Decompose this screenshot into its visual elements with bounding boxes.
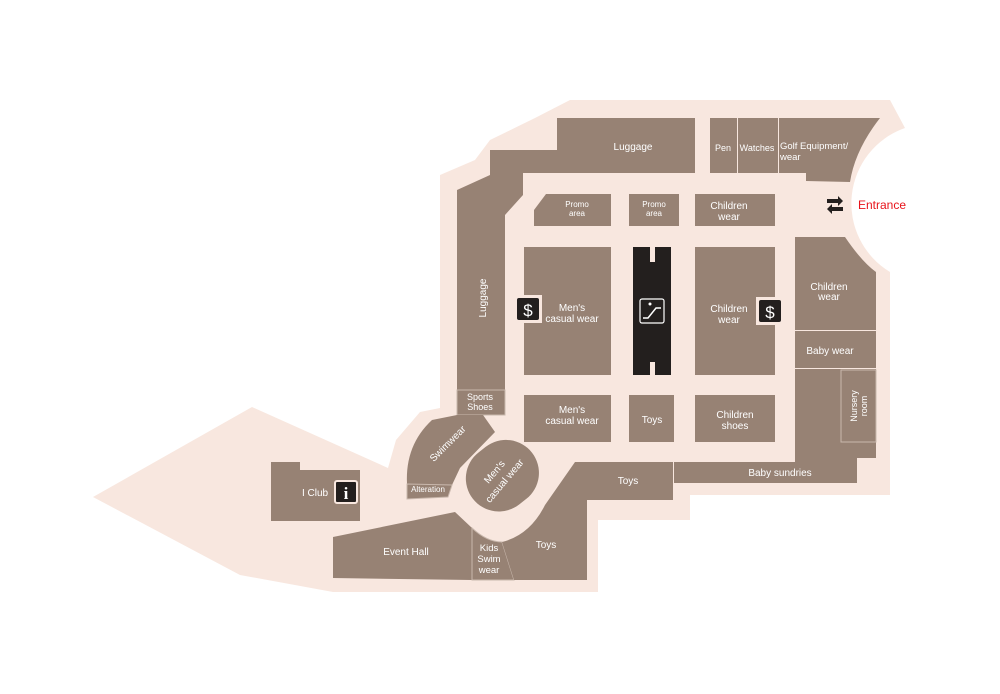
store-event-hall[interactable] [333, 512, 472, 580]
store-label: Kids [480, 543, 499, 554]
store-label: Men's [559, 303, 585, 314]
store-label: Luggage [478, 278, 489, 317]
svg-text:$: $ [523, 301, 533, 320]
store-label: Children [810, 282, 847, 293]
store-swimwear[interactable] [406, 415, 495, 485]
nursery-room[interactable] [840, 369, 877, 443]
store-label: Watches [740, 143, 775, 153]
store-promo-area-2[interactable] [629, 194, 679, 226]
store-baby-sundries[interactable] [674, 369, 876, 483]
store-label: Shoes [467, 402, 493, 412]
store-label: Toys [618, 476, 639, 487]
store-i-club[interactable] [271, 462, 360, 521]
store-label: Promo [642, 200, 666, 209]
store-golf-equipment[interactable] [779, 118, 880, 182]
store-label: Baby sundries [748, 468, 811, 479]
store-sports-shoes[interactable] [456, 389, 506, 416]
store-watches[interactable] [738, 118, 778, 173]
store-label: Children [716, 410, 753, 421]
atm-icon: $ [514, 295, 542, 323]
store-children-wear-top[interactable] [695, 194, 775, 226]
store-toys-bottom[interactable] [502, 462, 587, 580]
entrance-arrows-icon [827, 196, 843, 214]
store-label: Toys [642, 415, 663, 426]
store-label: Luggage [614, 142, 653, 153]
store-label: Nursery [849, 390, 859, 422]
escalator-icon [639, 298, 665, 324]
svg-text:i: i [344, 484, 349, 503]
store-label: area [569, 209, 586, 218]
store-label: wear [717, 315, 740, 326]
store-label: casual wear [545, 416, 599, 427]
store-label: Alteration [411, 485, 445, 494]
store-label: Baby wear [806, 346, 854, 357]
store-kids-swimwear[interactable] [471, 526, 515, 581]
atm-icon: $ [756, 297, 784, 325]
store-label: Children [710, 201, 747, 212]
store-label: Golf Equipment/ [780, 141, 848, 152]
store-toys-right[interactable] [587, 462, 673, 500]
store-label: Children [710, 304, 747, 315]
store-children-shoes[interactable] [695, 395, 775, 442]
escalator[interactable] [633, 247, 671, 375]
store-label: area [646, 209, 663, 218]
store-label: room [859, 396, 869, 417]
store-pen[interactable] [710, 118, 737, 173]
store-toys-mid[interactable] [629, 395, 674, 442]
store-label: I Club [302, 488, 329, 499]
store-alteration[interactable] [406, 483, 453, 500]
svg-text:$: $ [765, 303, 775, 322]
store-label: Event Hall [383, 547, 429, 558]
store-mens-casual-wear-oval[interactable] [453, 427, 553, 525]
store-label: wear [478, 565, 500, 576]
store-label: Sports [467, 392, 494, 402]
store-label: wear [779, 152, 801, 163]
store-label: shoes [722, 421, 749, 432]
store-mens-casual-wear-lower[interactable] [524, 395, 611, 442]
store-luggage-top[interactable] [557, 118, 695, 173]
store-label: wear [717, 212, 740, 223]
store-label: Swim [477, 554, 500, 565]
store-label: Pen [715, 143, 731, 153]
store-luggage-left[interactable] [457, 150, 557, 390]
store-children-wear-right[interactable] [795, 237, 876, 330]
store-baby-wear[interactable] [795, 331, 876, 368]
store-label: casual wear [545, 314, 599, 325]
store-label: Promo [565, 200, 589, 209]
store-label: wear [817, 292, 840, 303]
store-promo-area-1[interactable] [534, 194, 611, 226]
entrance-label[interactable]: Entrance [858, 198, 906, 212]
info-icon: i [334, 480, 358, 504]
store-label: Men's [559, 405, 585, 416]
store-label: Toys [536, 540, 557, 551]
